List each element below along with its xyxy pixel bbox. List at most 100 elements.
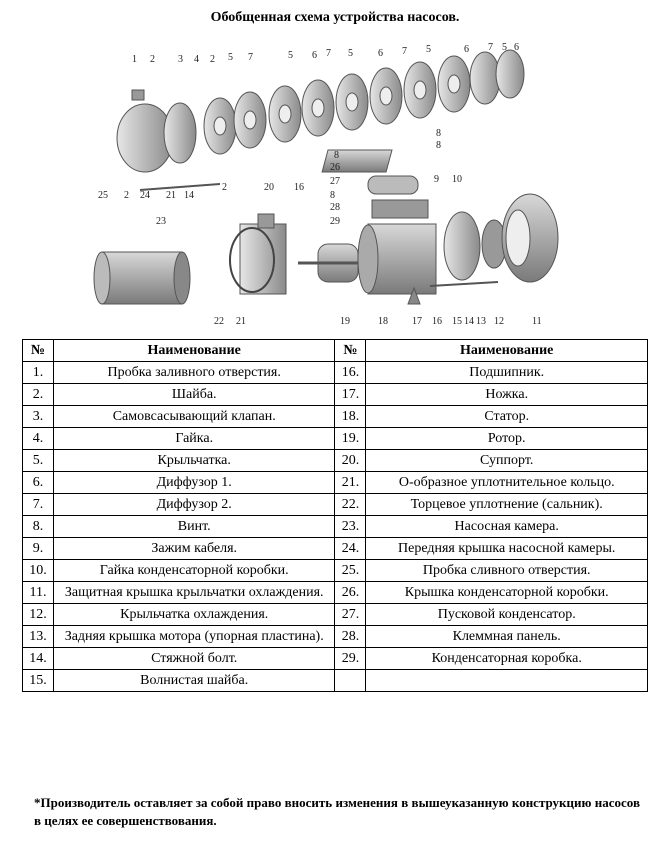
- part-name-cell: Клеммная панель.: [365, 625, 648, 648]
- callout-label: 25: [98, 190, 108, 201]
- part-name-cell: Торцевое уплотнение (сальник).: [365, 493, 648, 516]
- table-row: 9.Зажим кабеля.24.Передняя крышка насосн…: [22, 537, 648, 560]
- table-row: 10.Гайка конденсаторной коробки.25.Пробк…: [22, 559, 648, 582]
- callout-label: 4: [194, 54, 199, 65]
- column-header: Наименование: [365, 339, 648, 362]
- column-header: №: [334, 339, 367, 362]
- part-name-cell: [365, 669, 648, 692]
- part-name-cell: Крыльчатка.: [52, 449, 336, 472]
- callout-label: 5: [426, 44, 431, 55]
- part-name-cell: Ротор.: [365, 427, 648, 450]
- part-name-cell: Стяжной болт.: [52, 647, 336, 670]
- parts-table: № Наименование № Наименование 1.Пробка з…: [22, 339, 648, 692]
- part-number-cell: 18.: [334, 405, 367, 428]
- table-row: 1.Пробка заливного отверстия.16.Подшипни…: [22, 361, 648, 384]
- callout-label: 2: [222, 182, 227, 193]
- callout-label: 3: [178, 54, 183, 65]
- callout-label: 14: [184, 190, 194, 201]
- part-number-cell: 8.: [22, 515, 54, 538]
- callout-label: 8: [330, 190, 335, 201]
- part-number-cell: 22.: [334, 493, 367, 516]
- table-row: 4.Гайка.19.Ротор.: [22, 427, 648, 450]
- part-name-cell: Волнистая шайба.: [52, 669, 336, 692]
- callout-label: 1: [132, 54, 137, 65]
- pump-exploded-diagram: 1 2 3 4 2 5 7 5 6 7 5 6 7 5 6 7 5 6 25 2…: [93, 42, 559, 327]
- part-name-cell: Ножка.: [365, 383, 648, 406]
- callout-label: 6: [378, 48, 383, 59]
- part-number-cell: 19.: [334, 427, 367, 450]
- callout-label: 8: [436, 128, 441, 139]
- part-name-cell: Пусковой конденсатор.: [365, 603, 648, 626]
- part-name-cell: Суппорт.: [365, 449, 648, 472]
- part-number-cell: 17.: [334, 383, 367, 406]
- callout-label: 16: [432, 316, 442, 327]
- support-part: [229, 213, 287, 295]
- callout-label: 22: [214, 316, 224, 327]
- part-number-cell: 13.: [22, 625, 54, 648]
- part-name-cell: Винт.: [52, 515, 336, 538]
- part-number-cell: 11.: [22, 581, 54, 604]
- callout-labels: 1 2 3 4 2 5 7 5 6 7 5 6 7 5 6 7 5 6 25 2…: [98, 42, 542, 327]
- part-number-cell: 1.: [22, 361, 54, 384]
- leg-part: [407, 286, 421, 305]
- callout-label: 8: [436, 140, 441, 151]
- callout-label: 24: [140, 190, 150, 201]
- part-number-cell: [334, 669, 367, 692]
- part-number-cell: 12.: [22, 603, 54, 626]
- table-row: 6.Диффузор 1.21.О-образное уплотнительно…: [22, 471, 648, 494]
- part-number-cell: 9.: [22, 537, 54, 560]
- callout-label: 19: [340, 316, 350, 327]
- part-name-cell: Защитная крышка крыльчатки охлаждения.: [52, 581, 336, 604]
- part-name-cell: Диффузор 1.: [52, 471, 336, 494]
- callout-label: 8: [334, 150, 339, 161]
- part-name-cell: Шайба.: [52, 383, 336, 406]
- part-number-cell: 3.: [22, 405, 54, 428]
- table-row: 8.Винт.23.Насосная камера.: [22, 515, 648, 538]
- table-row: 3.Самовсасывающий клапан.18.Статор.: [22, 405, 648, 428]
- table-row: 2.Шайба.17.Ножка.: [22, 383, 648, 406]
- table-row: 7.Диффузор 2.22.Торцевое уплотнение (сал…: [22, 493, 648, 516]
- pump-chamber-part: [93, 251, 191, 305]
- callout-label: 5: [228, 52, 233, 63]
- part-name-cell: Зажим кабеля.: [52, 537, 336, 560]
- part-name-cell: Самовсасывающий клапан.: [52, 405, 336, 428]
- callout-label: 18: [378, 316, 388, 327]
- table-row: 12.Крыльчатка охлаждения.27.Пусковой кон…: [22, 603, 648, 626]
- part-number-cell: 14.: [22, 647, 54, 670]
- part-number-cell: 20.: [334, 449, 367, 472]
- part-number-cell: 16.: [334, 361, 367, 384]
- callout-label: 10: [452, 174, 462, 185]
- part-name-cell: Гайка конденсаторной коробки.: [52, 559, 336, 582]
- callout-label: 27: [330, 176, 340, 187]
- callout-label: 6: [464, 44, 469, 55]
- callout-label: 29: [330, 216, 340, 227]
- manufacturer-note: *Производитель оставляет за собой право …: [34, 795, 640, 828]
- part-name-cell: Статор.: [365, 405, 648, 428]
- callout-label: 7: [402, 46, 407, 57]
- part-number-cell: 28.: [334, 625, 367, 648]
- callout-label: 12: [494, 316, 504, 327]
- callout-label: 13: [476, 316, 486, 327]
- callout-label: 16: [294, 182, 304, 193]
- callout-label: 26: [330, 162, 340, 173]
- rear-assembly-part: [443, 193, 559, 283]
- part-name-cell: Диффузор 2.: [52, 493, 336, 516]
- part-name-cell: Конденсаторная коробка.: [365, 647, 648, 670]
- part-number-cell: 29.: [334, 647, 367, 670]
- part-number-cell: 4.: [22, 427, 54, 450]
- callout-label: 7: [248, 52, 253, 63]
- callout-label: 15: [452, 316, 462, 327]
- callout-label: 2: [150, 54, 155, 65]
- callout-label: 28: [330, 202, 340, 213]
- table-row: 13.Задняя крышка мотора (упорная пластин…: [22, 625, 648, 648]
- part-name-cell: Задняя крышка мотора (упорная пластина).: [52, 625, 336, 648]
- table-row: 14.Стяжной болт.29.Конденсаторная коробк…: [22, 647, 648, 670]
- part-name-cell: Пробка сливного отверстия.: [365, 559, 648, 582]
- callout-label: 2: [124, 190, 129, 201]
- column-header: №: [22, 339, 54, 362]
- part-name-cell: Пробка заливного отверстия.: [52, 361, 336, 384]
- part-number-cell: 27.: [334, 603, 367, 626]
- tie-bolt-line: [139, 183, 221, 191]
- part-number-cell: 2.: [22, 383, 54, 406]
- callout-label: 5: [288, 50, 293, 61]
